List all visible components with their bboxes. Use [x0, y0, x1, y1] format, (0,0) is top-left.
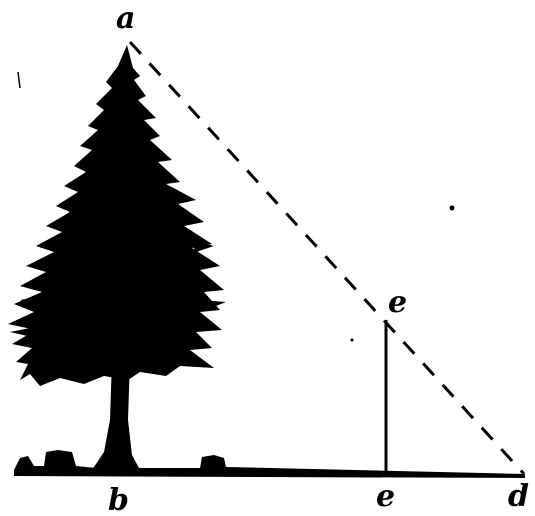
- ink-speck: [17, 71, 21, 89]
- ground-line: [14, 450, 525, 478]
- pine-tree-icon: [8, 45, 224, 386]
- point-label-e: e: [388, 285, 407, 320]
- point-label-c: e: [376, 479, 395, 514]
- point-label-d: d: [508, 479, 529, 514]
- ink-speck: [350, 338, 354, 342]
- tree-trunk: [92, 360, 140, 470]
- sight-line: [128, 40, 526, 476]
- point-label-b: b: [108, 483, 129, 516]
- ink-speck: [449, 205, 455, 211]
- point-label-a: a: [116, 1, 135, 36]
